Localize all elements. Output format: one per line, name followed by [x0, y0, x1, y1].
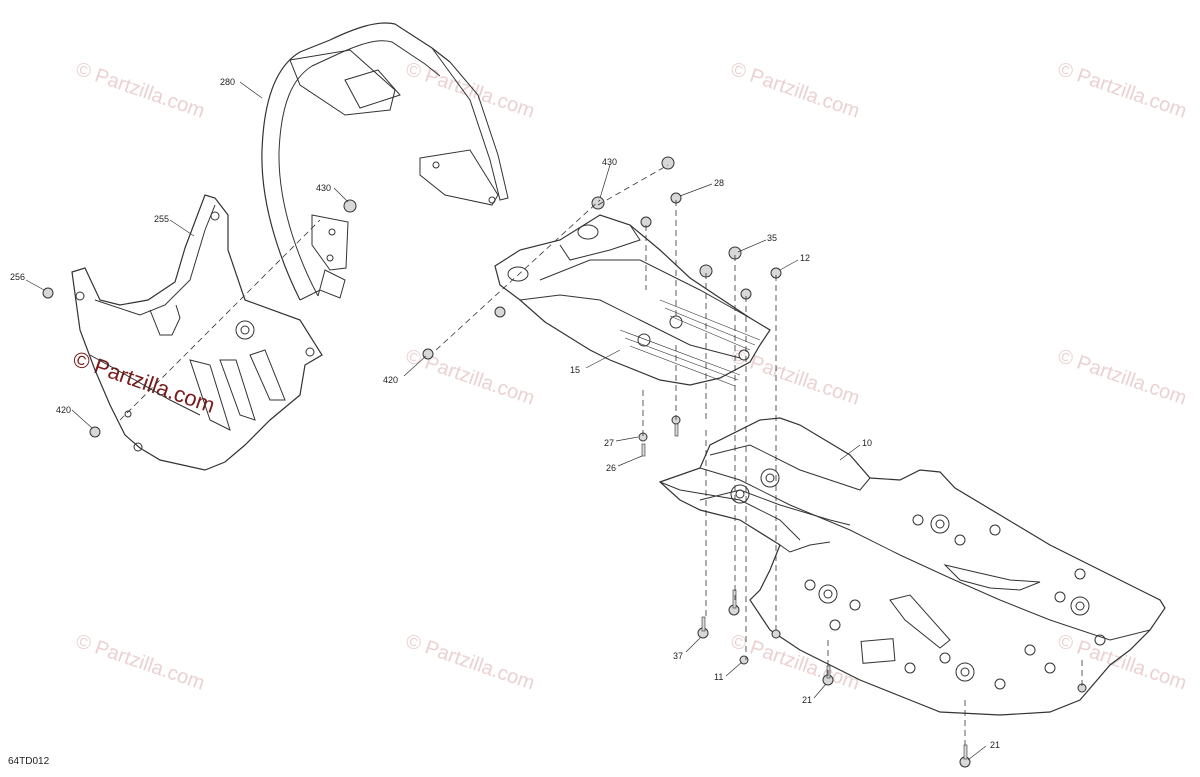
callout-label-430: 430: [602, 157, 618, 167]
skid-plate-part-10: [658, 417, 1166, 716]
callout-label-420: 420: [383, 375, 399, 385]
callout-label-21: 21: [802, 695, 813, 705]
callout-label-21: 21: [990, 740, 1001, 750]
callout-label-26: 26: [606, 463, 617, 473]
callout-label-12: 12: [800, 253, 811, 263]
callout-label-15: 15: [570, 365, 581, 375]
diagram-code: 64TD012: [8, 756, 50, 767]
skid-plate-part-15: [494, 214, 771, 387]
callout-label-27: 27: [604, 438, 615, 448]
callout-label-37: 37: [673, 651, 684, 661]
front-cover-part-255: [71, 194, 323, 471]
callout-label-28: 28: [714, 178, 725, 188]
bumper-part-280: [261, 22, 509, 301]
callout-label-420: 420: [56, 405, 72, 415]
callout-label-11: 11: [714, 672, 724, 682]
callout-label-10: 10: [862, 438, 873, 448]
leader-lines: [25, 81, 987, 761]
callout-label-255: 255: [154, 214, 170, 224]
callout-label-35: 35: [767, 233, 778, 243]
callout-label-430: 430: [316, 183, 332, 193]
callout-label-256: 256: [10, 272, 26, 282]
assembly-lines: [119, 164, 1083, 745]
callout-label-280: 280: [220, 77, 236, 87]
